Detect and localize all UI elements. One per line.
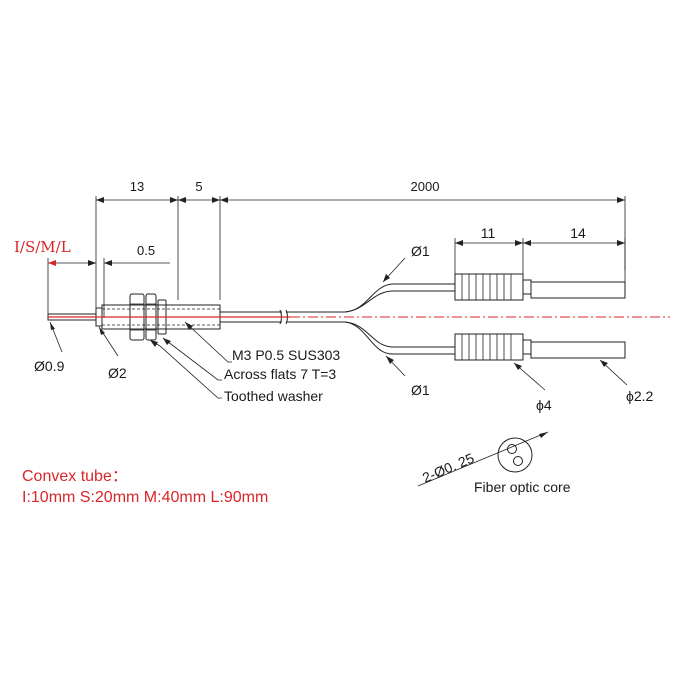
core-dim-label: 2-Ø0. 25	[420, 450, 477, 486]
dim-5-label: 5	[195, 179, 202, 194]
phi09-label: Ø0.9	[34, 358, 65, 374]
washer-callout: Toothed washer	[224, 388, 323, 404]
lower-sleeve	[454, 333, 626, 361]
phi2-label: Ø2	[108, 365, 127, 381]
top-dimension-group	[95, 196, 626, 310]
upper-sleeve	[454, 273, 626, 301]
variant-label: I/S/M/L	[14, 238, 71, 256]
note-title: Convex tube：	[22, 468, 128, 485]
dim-05-label: 0.5	[137, 243, 155, 258]
dim-2000-label: 2000	[411, 179, 440, 194]
phi4-label: ϕ4	[536, 397, 552, 413]
fiber-core-section	[417, 431, 549, 487]
phi1-top-label: Ø1	[411, 243, 430, 259]
phi1-bottom-label: Ø1	[411, 382, 430, 398]
tip-dimension-group	[47, 258, 170, 320]
dim-14-label: 14	[570, 225, 586, 241]
dim-13-label: 13	[130, 179, 144, 194]
flats-leader	[162, 337, 222, 381]
dim-11-label: 11	[481, 225, 496, 241]
thread-leader	[184, 321, 232, 363]
thread-callout: M3 P0.5 SUS303	[232, 347, 340, 363]
phi22-label: ϕ2.2	[626, 388, 654, 404]
cable-split	[344, 283, 455, 355]
core-caption: Fiber optic core	[474, 479, 571, 495]
note-lengths: I:10mm S:20mm M:40mm L:90mm	[22, 489, 268, 506]
flats-callout: Across flats 7 T=3	[224, 366, 336, 382]
washer-leader	[149, 339, 222, 399]
sleeve-dimension-group	[454, 238, 626, 282]
